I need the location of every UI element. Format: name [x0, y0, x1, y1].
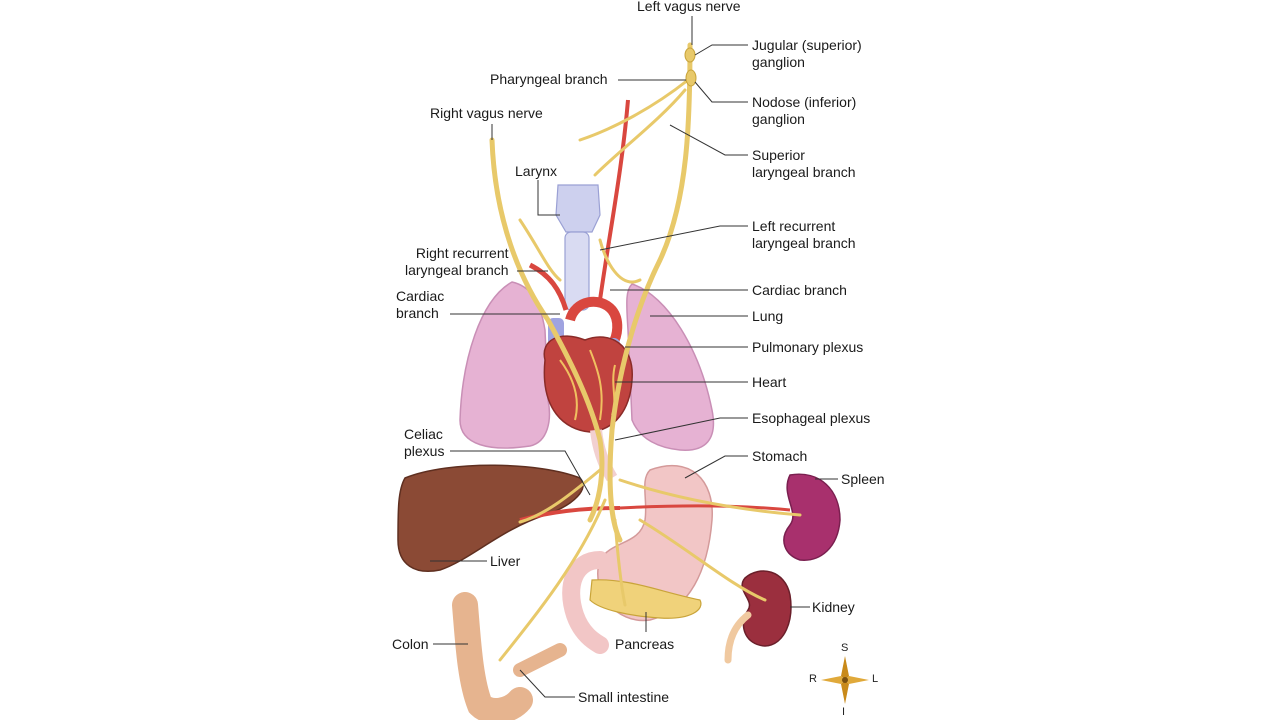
right-lung	[460, 282, 549, 448]
compass-inferior: I	[842, 706, 845, 718]
label-lung: Lung	[752, 308, 783, 325]
label-jugular-ganglion: Jugular (superior)ganglion	[752, 37, 862, 71]
label-kidney: Kidney	[812, 599, 855, 616]
pharyngeal-nerve	[580, 80, 688, 140]
label-nodose-ganglion: Nodose (inferior)ganglion	[752, 94, 856, 128]
nodose-ganglion-node	[686, 70, 696, 86]
colon-shape	[465, 605, 520, 711]
label-cardiac-branch-left: Cardiac branch	[752, 282, 847, 299]
compass-rose	[821, 656, 869, 704]
ureter	[728, 615, 748, 660]
label-colon: Colon	[392, 636, 429, 653]
spleen-shape	[784, 474, 840, 560]
kidney-shape	[742, 571, 791, 646]
leader-superior-laryngeal	[670, 125, 748, 155]
small-intestine-shape	[520, 650, 560, 670]
label-stomach: Stomach	[752, 448, 807, 465]
label-heart: Heart	[752, 374, 786, 391]
leader-jugular	[695, 45, 748, 55]
compass-left: L	[872, 673, 878, 685]
compass-superior: S	[841, 642, 848, 654]
label-liver: Liver	[490, 553, 520, 570]
label-pulmonary-plexus: Pulmonary plexus	[752, 339, 863, 356]
superior-laryngeal-nerve	[595, 90, 685, 175]
label-small-intestine: Small intestine	[578, 689, 669, 706]
label-larynx: Larynx	[515, 163, 557, 180]
label-pharyngeal-branch: Pharyngeal branch	[490, 71, 608, 88]
leader-nodose	[695, 82, 748, 102]
label-right-vagus-nerve: Right vagus nerve	[430, 105, 543, 122]
jugular-ganglion-node	[685, 48, 695, 62]
compass-right: R	[809, 673, 817, 685]
larynx-shape	[556, 185, 600, 232]
label-pancreas: Pancreas	[615, 636, 674, 653]
label-left-vagus-nerve: Left vagus nerve	[637, 0, 741, 15]
label-spleen: Spleen	[841, 471, 885, 488]
label-esophageal-plexus: Esophageal plexus	[752, 410, 870, 427]
